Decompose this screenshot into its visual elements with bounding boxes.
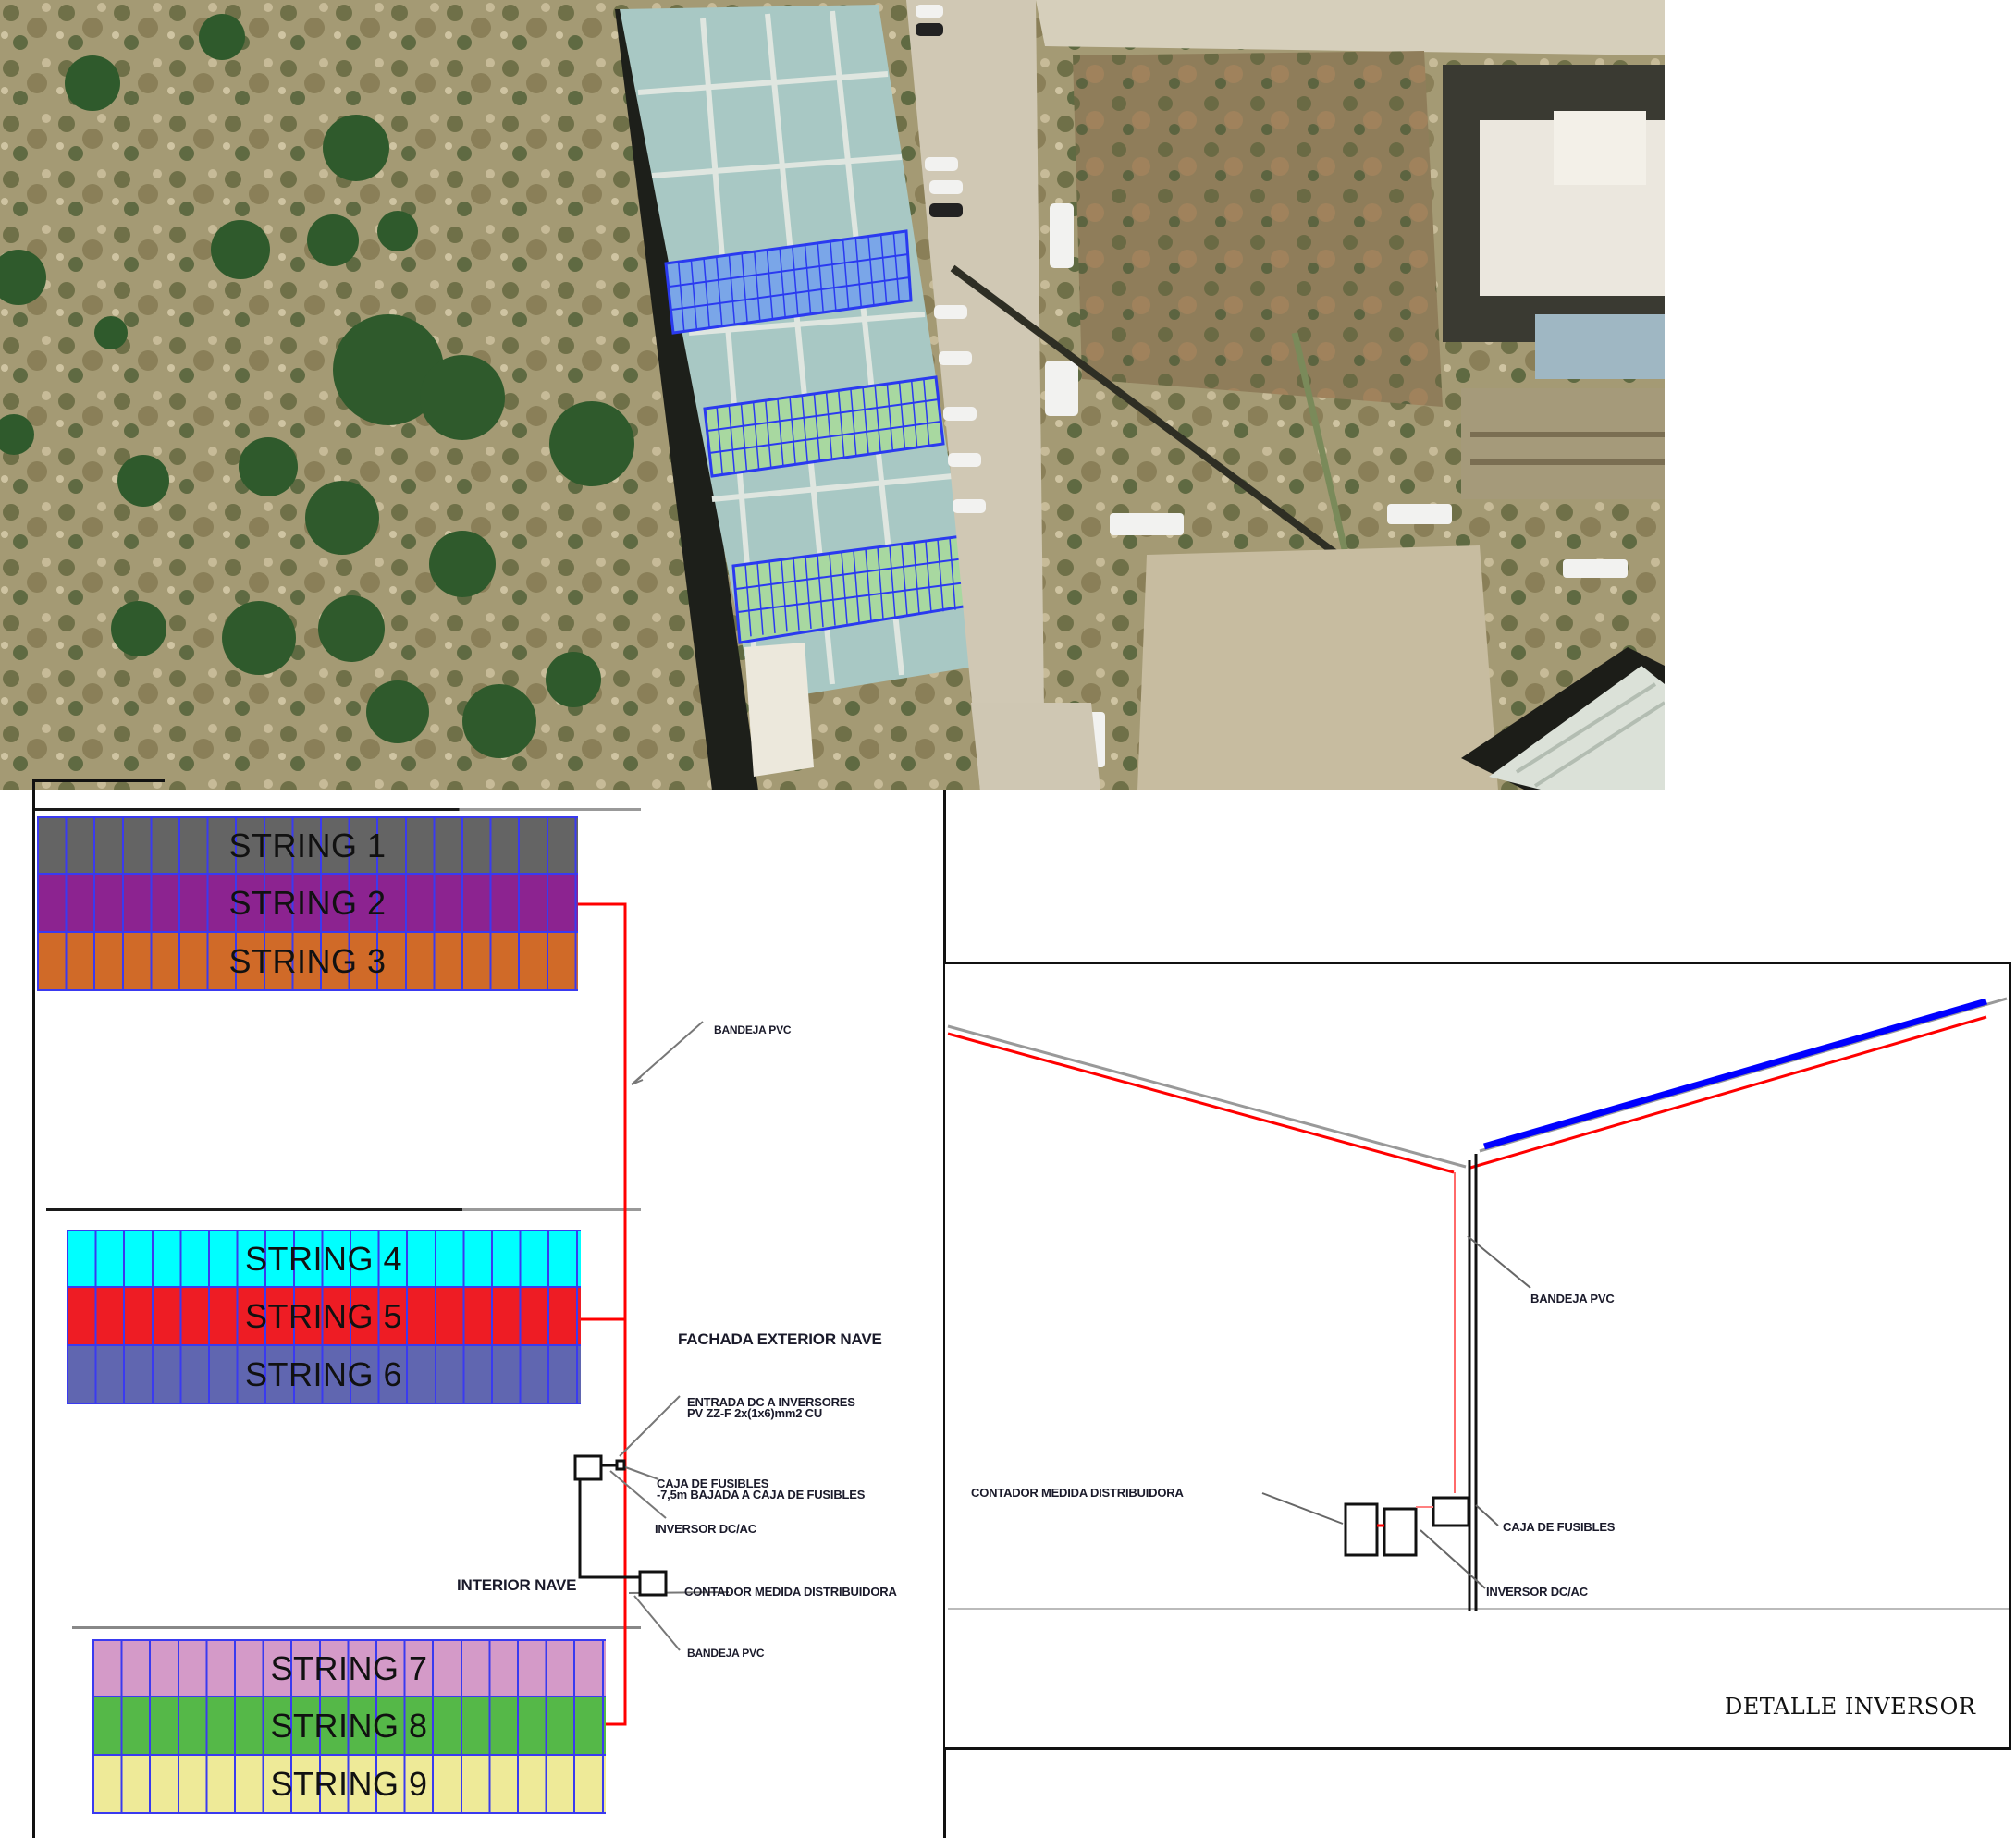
- label-bandeja-pvc-bottom: BANDEJA PVC: [687, 1647, 765, 1660]
- label-entrada-dc-line1: ENTRADA DC A INVERSORES: [687, 1395, 855, 1409]
- label-interior-nave: INTERIOR NAVE: [457, 1576, 577, 1594]
- aerial-map-image: [0, 0, 1665, 790]
- string-row-8: STRING 8: [92, 1697, 606, 1756]
- roof-separator-line-1: [35, 808, 641, 811]
- detail-label-contador: CONTADOR MEDIDA DISTRIBUIDORA: [971, 1486, 1184, 1500]
- string-row-1: STRING 1: [37, 816, 578, 875]
- roof-separator-line-3: [72, 1626, 641, 1629]
- detail-label-caja-fusibles: CAJA DE FUSIBLES: [1503, 1520, 1616, 1534]
- inverter-box: [573, 1454, 603, 1481]
- string-group-1: STRING 1 STRING 2 STRING 3: [37, 816, 578, 991]
- string-label: STRING 4: [244, 1239, 403, 1278]
- string-label: STRING 9: [270, 1764, 428, 1803]
- string-label: STRING 3: [228, 941, 387, 980]
- label-caja-fusibles-line1: CAJA DE FUSIBLES: [657, 1477, 769, 1490]
- string-row-2: STRING 2: [37, 875, 578, 933]
- string-row-3: STRING 3: [37, 933, 578, 991]
- string-label: STRING 5: [244, 1296, 403, 1335]
- label-contador-medida: CONTADOR MEDIDA DISTRIBUIDORA: [684, 1585, 897, 1599]
- string-row-9: STRING 9: [92, 1756, 606, 1814]
- plan-frame-left-border: [32, 779, 35, 1838]
- string-label: STRING 7: [270, 1648, 428, 1687]
- plan-frame-right-border: [943, 790, 946, 1838]
- string-label: STRING 2: [228, 883, 387, 922]
- label-caja-fusibles-line2: -7,5m BAJADA A CAJA DE FUSIBLES: [657, 1488, 866, 1501]
- detail-title: DETALLE INVERSOR: [1725, 1694, 1976, 1720]
- string-row-7: STRING 7: [92, 1639, 606, 1697]
- detail-panel: [945, 962, 2011, 1750]
- string-row-4: STRING 4: [67, 1230, 581, 1288]
- plan-frame-top-stub: [32, 779, 165, 782]
- dc-cable-route: [578, 902, 627, 1726]
- string-row-6: STRING 6: [67, 1346, 581, 1404]
- fuse-box: [615, 1459, 626, 1471]
- detail-label-bandeja-pvc: BANDEJA PVC: [1530, 1292, 1615, 1305]
- string-group-2: STRING 4 STRING 5 STRING 6: [67, 1230, 581, 1404]
- meter-box: [638, 1570, 668, 1597]
- string-label: STRING 6: [244, 1354, 403, 1393]
- string-label: STRING 8: [270, 1706, 428, 1745]
- string-group-3: STRING 7 STRING 8 STRING 9: [92, 1639, 606, 1814]
- label-inversor-dcac: INVERSOR DC/AC: [655, 1522, 756, 1536]
- string-label: STRING 1: [228, 826, 387, 864]
- pv-array-1: [664, 229, 913, 335]
- aerial-photo: [0, 0, 1665, 790]
- label-entrada-dc-line2: PV ZZ-F 2x(1x6)mm2 CU: [687, 1406, 823, 1420]
- detail-label-inversor: INVERSOR DC/AC: [1486, 1585, 1588, 1599]
- roof-separator-line-2: [46, 1208, 641, 1211]
- pv-array-2: [703, 375, 945, 478]
- label-bandeja-pvc-top: BANDEJA PVC: [714, 1023, 792, 1036]
- label-fachada-exterior: FACHADA EXTERIOR NAVE: [678, 1330, 882, 1348]
- string-row-5: STRING 5: [67, 1288, 581, 1346]
